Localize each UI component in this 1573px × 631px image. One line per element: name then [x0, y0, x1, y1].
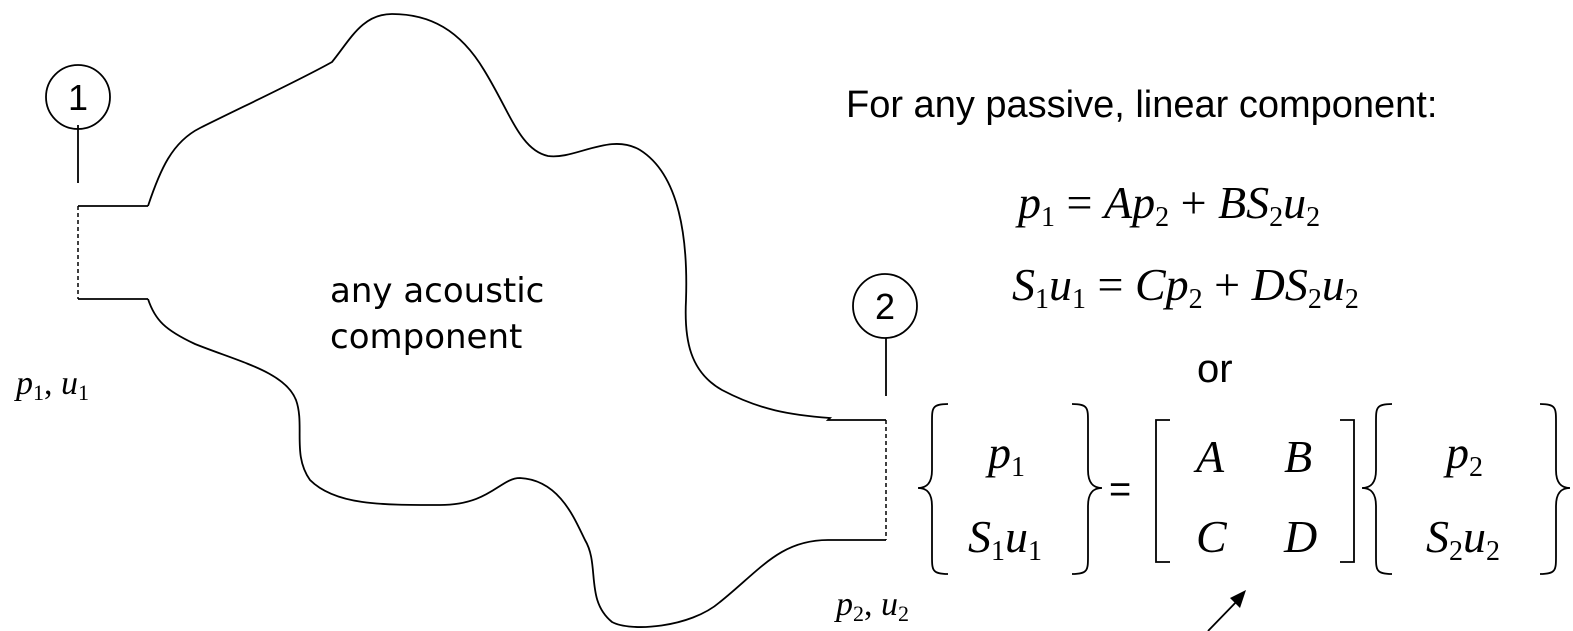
- matrix-c: C: [1196, 511, 1228, 562]
- matrix-pointer-arrow-shaft: [1207, 597, 1241, 631]
- port1-variables: p1, u1: [14, 365, 89, 405]
- matrix-pointer-arrow-head: [1230, 590, 1246, 608]
- right-vector-top: p2: [1443, 427, 1483, 483]
- left-vector-top: p1: [985, 427, 1025, 483]
- matrix-a: A: [1193, 431, 1225, 482]
- right-vector-open-brace: [1361, 403, 1393, 575]
- port2-label: 2: [875, 286, 895, 327]
- matrix-b: B: [1284, 431, 1312, 482]
- left-vector-open-brace: [917, 403, 949, 575]
- port2-circle: [852, 273, 918, 339]
- port1-label: 1: [68, 77, 88, 118]
- equation-1: p1 = Ap2 + BS2u2: [1015, 177, 1320, 233]
- right-vector-close-brace: [1539, 403, 1571, 575]
- equation-2: S1u1 = Cp2 + DS2u2: [1012, 259, 1359, 315]
- heading-text: For any passive, linear component:: [846, 84, 1437, 126]
- left-vector-close-brace: [1071, 403, 1103, 575]
- or-text: or: [1197, 347, 1233, 391]
- port2-variables: p2, u2: [834, 586, 909, 626]
- left-vector-bottom: S1u1: [968, 511, 1042, 567]
- matrix-open-bracket: [1155, 419, 1170, 563]
- matrix-close-bracket: [1340, 419, 1355, 563]
- matrix-equals: =: [1109, 469, 1131, 511]
- component-label-line2: component: [330, 317, 522, 357]
- component-outline: [147, 13, 886, 628]
- right-vector-bottom: S2u2: [1426, 511, 1500, 567]
- component-label-line1: any acoustic: [330, 271, 544, 311]
- port1-circle: [45, 64, 111, 130]
- matrix-d: D: [1283, 511, 1317, 562]
